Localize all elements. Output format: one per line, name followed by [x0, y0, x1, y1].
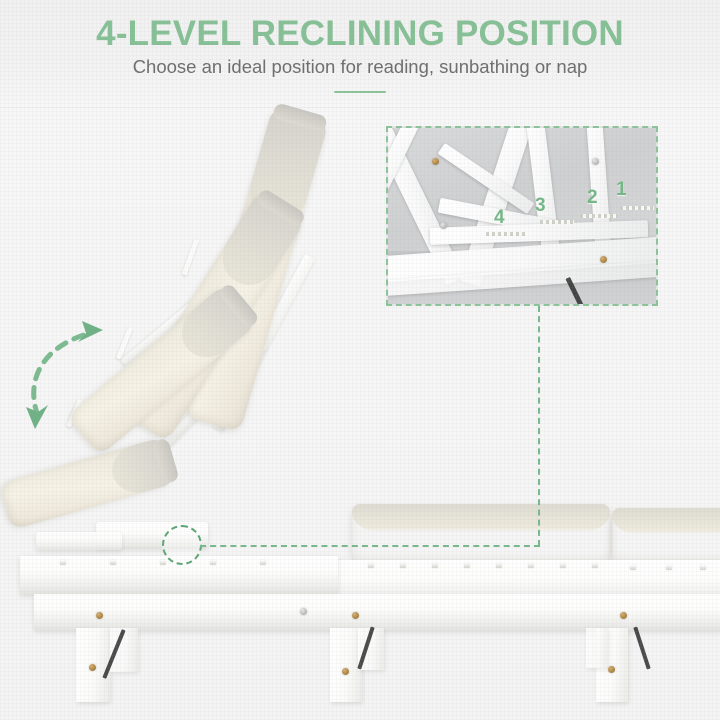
notch-mark-2: [580, 214, 618, 218]
position-number-4: 4: [494, 207, 505, 228]
leg-screw: [608, 666, 615, 673]
seat-tack: [592, 563, 598, 568]
position-number-3: 3: [535, 195, 546, 216]
seat-cushion: [352, 504, 610, 564]
position-number-2: 2: [587, 187, 598, 208]
inset-screw: [432, 158, 439, 165]
deck-tack: [160, 560, 166, 565]
header-banner: 4-LEVEL RECLINING POSITION Choose an ide…: [0, 0, 720, 108]
frame-screw: [96, 612, 103, 619]
main-frame-rail: [34, 594, 720, 630]
seat-tack: [496, 563, 502, 568]
seat-tack: [700, 565, 706, 570]
seat-tack: [464, 563, 470, 568]
footrest-cushion: [612, 508, 720, 564]
frame-screw: [352, 612, 359, 619]
inset-photo: [388, 128, 656, 304]
notch-mark-3: [540, 220, 574, 224]
inset-screw: [592, 158, 599, 165]
leg-screw: [342, 668, 349, 675]
leg-back-right: [586, 628, 608, 668]
page-subtitle: Choose an ideal position for reading, su…: [132, 56, 588, 77]
leg-front-center: [330, 628, 362, 702]
position-number-1: 1: [616, 179, 627, 200]
header-bottom-edge: [0, 107, 720, 109]
header-divider-rule: [334, 91, 386, 93]
seat-tack: [432, 563, 438, 568]
notch-mark-4: [486, 232, 528, 236]
deck-tack: [260, 560, 266, 565]
metal-brace: [633, 626, 651, 670]
frame-screw: [620, 612, 627, 619]
seat-tack: [560, 563, 566, 568]
mechanism-detail-inset[interactable]: 4 3 2 1: [386, 126, 658, 306]
hinge-plate-2: [36, 532, 122, 550]
left-deck: [20, 556, 338, 594]
page-title: 4-LEVEL RECLINING POSITION: [96, 14, 624, 53]
backrest-prop-4: [181, 238, 200, 276]
leg-screw: [89, 664, 96, 671]
seat-tack: [368, 563, 374, 568]
frame-screw: [300, 608, 307, 615]
deck-tack: [60, 560, 66, 565]
deck-tack: [210, 560, 216, 565]
product-photo: [0, 102, 720, 720]
seat-tack: [666, 565, 672, 570]
inset-screw: [600, 256, 607, 263]
seat-tack: [528, 563, 534, 568]
backrest-cushion-level-1: [0, 437, 180, 530]
deck-tack: [110, 560, 116, 565]
inset-screw: [440, 222, 447, 229]
seat-tack: [630, 565, 636, 570]
seat-tack: [400, 563, 406, 568]
notch-mark-1: [620, 206, 654, 210]
